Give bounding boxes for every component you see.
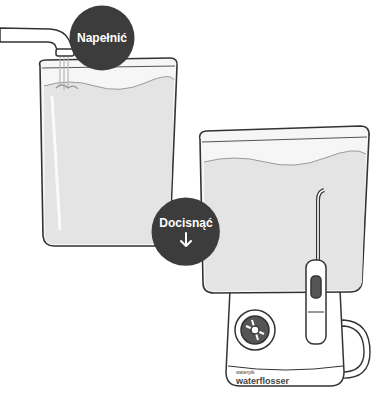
- step-badge: Docisnąć: [151, 197, 220, 266]
- device-reservoir: [200, 126, 369, 293]
- faucet: [0, 28, 74, 56]
- brand-text: waterpik: [236, 370, 255, 375]
- badge-circle: [69, 5, 134, 70]
- faucet-nozzle: [56, 49, 74, 56]
- down-arrow: [179, 232, 193, 248]
- badge-circle: [152, 198, 220, 266]
- step-label: Docisnąć: [159, 216, 212, 230]
- step-badge: Napełnić: [69, 5, 135, 71]
- brand-text: waterflosser: [236, 377, 289, 386]
- step-label: Napełnić: [77, 31, 127, 45]
- water-stream: [56, 57, 78, 90]
- badge-circle-bg: [151, 197, 220, 266]
- glass-highlight: [52, 96, 60, 230]
- pressure-dial: [235, 310, 275, 350]
- handle: [306, 190, 326, 344]
- down-arrow-shape: [181, 233, 191, 246]
